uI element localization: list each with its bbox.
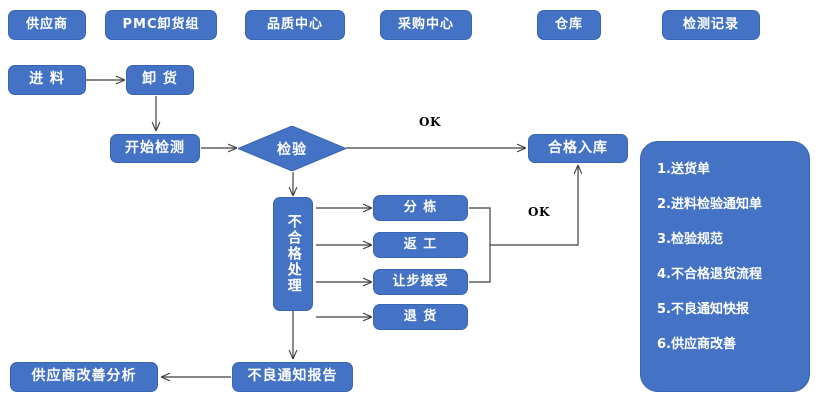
diamond-shape — [238, 126, 346, 171]
node-concession-acceptance[interactable]: 让步接受 — [373, 269, 468, 295]
edge-label-ok-mid: OK — [528, 205, 550, 219]
note-item-2: 2.进料检验通知单 — [657, 197, 762, 212]
note-item-5: 5.不良通知快报 — [657, 302, 749, 317]
swimlane-header-warehouse[interactable]: 仓库 — [537, 10, 601, 40]
node-sorting[interactable]: 分 栋 — [373, 195, 468, 221]
note-item-6: 6.供应商改善 — [657, 337, 736, 352]
swimlane-header-purchasing-center[interactable]: 采购中心 — [380, 10, 472, 40]
reference-documents-panel: 1.送货单 2.进料检验通知单 3.检验规范 4.不合格退货流程 5.不良通知快… — [640, 141, 810, 392]
note-item-4: 4.不合格退货流程 — [657, 267, 762, 282]
node-start-inspection[interactable]: 开始检测 — [110, 134, 200, 163]
swimlane-header-quality-center[interactable]: 品质中心 — [245, 10, 345, 40]
swimlane-header-supplier[interactable]: 供应商 — [8, 10, 86, 40]
note-item-3: 3.检验规范 — [657, 232, 723, 247]
node-incoming-material[interactable]: 进 料 — [8, 65, 86, 95]
node-pass-warehouse[interactable]: 合格入库 — [528, 134, 628, 163]
edge-bracket-sorting-concession — [469, 207, 491, 283]
node-return-goods[interactable]: 退 货 — [373, 304, 468, 330]
edge-label-ok-top: OK — [419, 115, 441, 129]
swimlane-header-inspection-record[interactable]: 检测记录 — [662, 10, 760, 40]
node-inspection-label: 检验 — [277, 141, 307, 158]
node-supplier-improvement-analysis[interactable]: 供应商改善分析 — [10, 362, 158, 392]
node-defect-notification-report[interactable]: 不良通知报告 — [232, 362, 353, 392]
node-rework[interactable]: 返 工 — [373, 232, 468, 258]
node-inspection-decision[interactable]: 检验 — [238, 126, 346, 171]
node-nonconforming-handling[interactable]: 不合格处理 — [273, 197, 313, 311]
note-item-1: 1.送货单 — [657, 162, 710, 177]
swimlane-header-pmc-unload[interactable]: PMC卸货组 — [105, 10, 217, 40]
node-unload[interactable]: 卸 货 — [126, 65, 194, 95]
